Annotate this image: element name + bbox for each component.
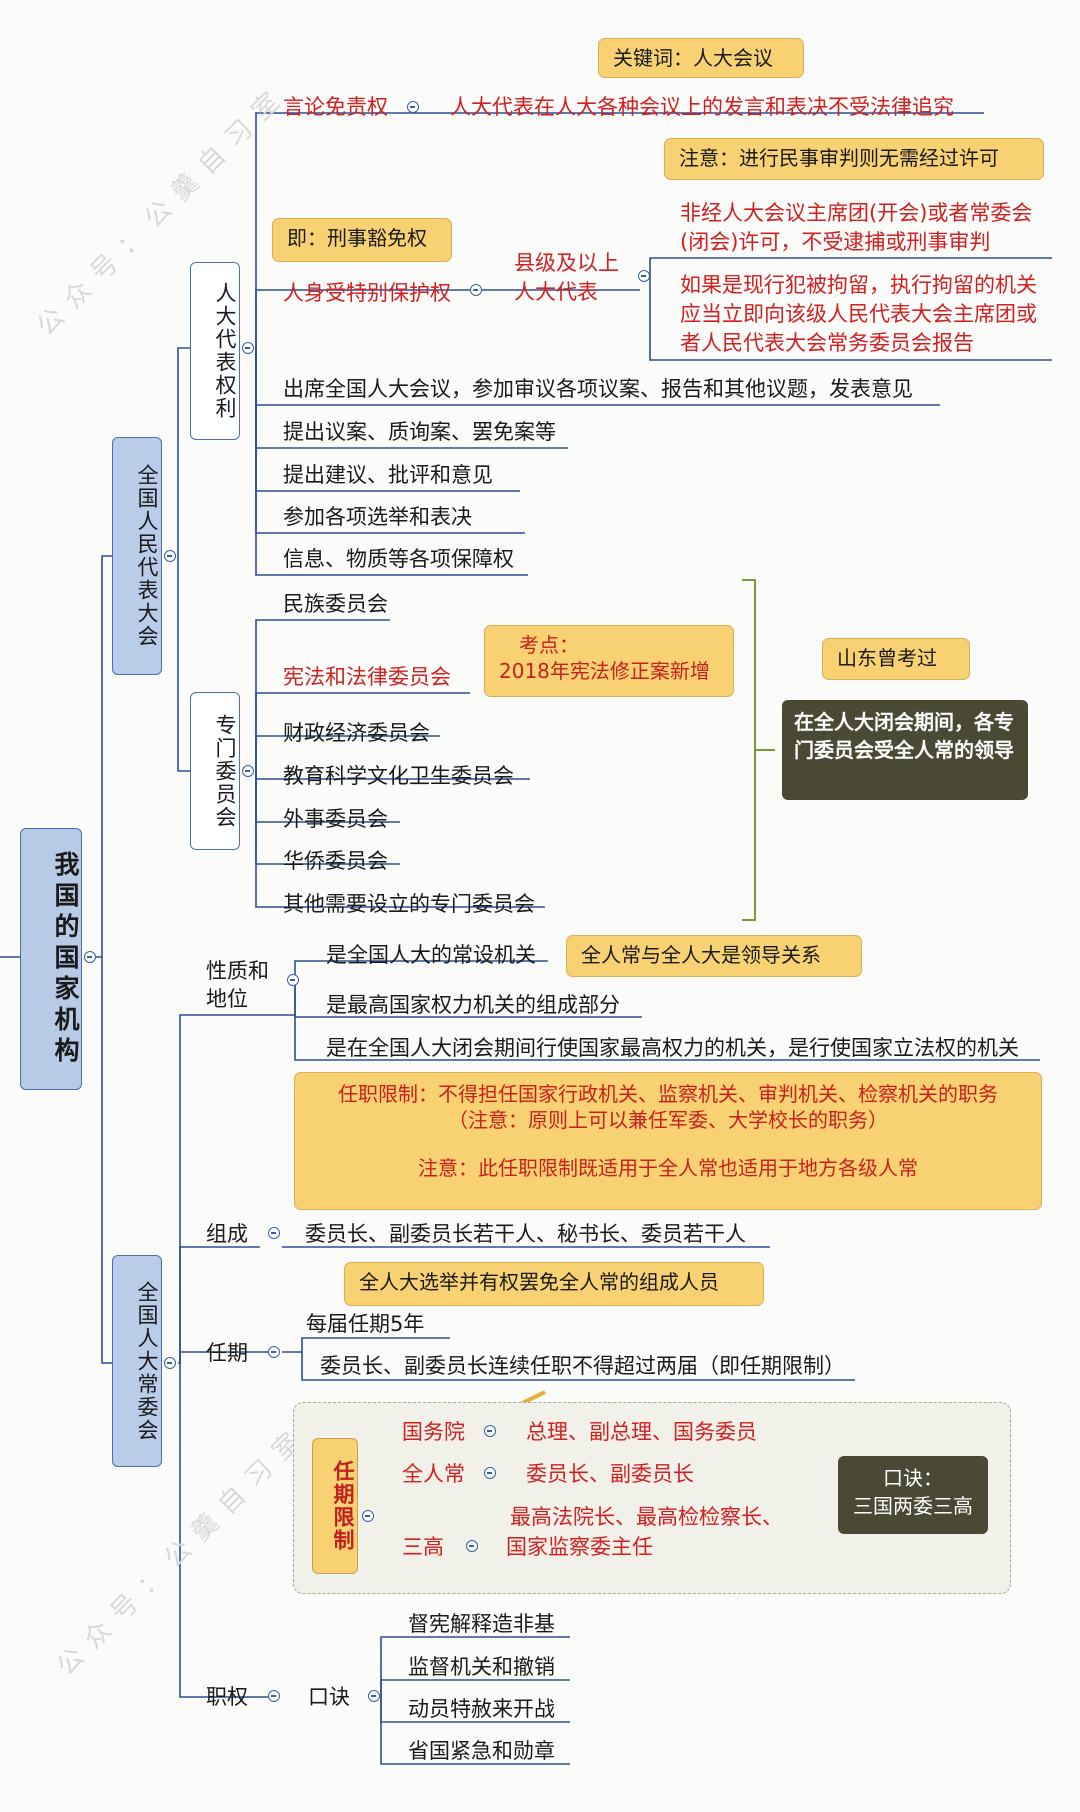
county-line-2: 人大代表 [514,280,598,304]
collapse-icon[interactable] [466,1540,478,1552]
callout-criminal: 即：刑事豁免权 [272,218,452,262]
limit-key: 全人常 [402,1462,465,1486]
limit-value: 委员长、副委员长 [526,1462,694,1486]
power-item: 督宪解释造非基 [408,1612,555,1636]
power-item: 动员特赦来开战 [408,1697,555,1721]
limit-key: 国务院 [402,1420,465,1444]
collapse-icon[interactable] [268,1690,280,1702]
root-node: 我国的国家机构 [20,828,82,1090]
term-item: 委员长、副委员长连续任职不得超过两届（即任期限制） [320,1354,845,1378]
collapse-icon[interactable] [268,1346,280,1358]
protect-desc-5: 者人民代表大会常务委员会报告 [680,331,974,355]
collapse-icon[interactable] [638,270,650,282]
collapse-icon[interactable] [242,765,254,777]
mnemonic-box: 口诀： 三国两委三高 [838,1456,988,1534]
collapse-icon[interactable] [242,342,254,354]
callout-civil: 注意：进行民事审判则无需经过许可 [664,138,1044,180]
committee-item: 教育科学文化卫生委员会 [283,764,514,788]
collapse-icon[interactable] [268,1227,280,1239]
callout-exam: 考点： 2018年宪法修正案新增 [484,625,734,697]
restriction-line3: 注意：此任职限制既适用于全人常也适用于地方各级人常 [418,1156,918,1180]
restriction-line1: 任职限制：不得担任国家行政机关、监察机关、审判机关、检察机关的职务 [338,1082,998,1106]
collapse-icon[interactable] [484,1425,496,1437]
committee-item: 华侨委员会 [283,849,388,873]
callout-keyword: 关键词：人大会议 [598,38,804,78]
right-item: 参加各项选举和表决 [283,505,472,529]
composition-label: 组成 [206,1222,248,1246]
right-item: 出席全国人大会议，参加审议各项议案、报告和其他议题，发表意见 [283,377,913,401]
collapse-icon[interactable] [407,101,419,113]
right-item: 信息、物质等各项保障权 [283,547,514,571]
collapse-icon[interactable] [164,1357,176,1369]
restriction-line2: （注意：原则上可以兼任军委、大学校长的职务） [448,1108,888,1132]
collapse-icon[interactable] [470,284,482,296]
collapse-icon[interactable] [368,1690,380,1702]
collapse-icon[interactable] [484,1467,496,1479]
right-item: 提出建议、批评和意见 [283,463,493,487]
collapse-icon[interactable] [362,1510,374,1522]
committee-item: 外事委员会 [283,807,388,831]
committee-item: 宪法和法律委员会 [283,665,451,689]
limit-value: 最高法院长、最高检检察长、 [510,1505,783,1529]
committee-item: 其他需要设立的专门委员会 [283,892,535,916]
callout-exam-line1: 考点： [519,633,579,657]
powers-sub: 口诀 [308,1685,350,1709]
mnemonic-line1: 口诀： [883,1466,943,1490]
power-item: 省国紧急和勋章 [408,1739,555,1763]
node-committees: 专门委员会 [190,692,240,850]
dark-note: 在全人大闭会期间，各专门委员会受全人常的领导 [782,700,1028,800]
callout-shandong: 山东曾考过 [822,638,970,680]
protect-desc-2: (闭会)许可，不受逮捕或刑事审判 [680,230,991,254]
nature-item: 是在全国人大闭会期间行使国家最高权力的机关，是行使国家立法权的机关 [326,1036,1019,1060]
node-rights: 人大代表权利 [190,262,240,440]
powers-label: 职权 [206,1685,248,1709]
right-item: 提出议案、质询案、罢免案等 [283,420,556,444]
node-npcsc: 全国人大常委会 [112,1255,162,1467]
term-item: 每届任期5年 [306,1312,425,1336]
protect-desc-1: 非经人大会议主席团(开会)或者常委会 [680,201,1033,225]
committee-item: 财政经济委员会 [283,721,430,745]
limit-key: 三高 [402,1535,444,1559]
callout-leadership: 全人常与全人大是领导关系 [566,935,862,977]
nature-item: 是最高国家权力机关的组成部分 [326,993,620,1017]
committee-item: 民族委员会 [283,592,388,616]
mnemonic-line2: 三国两委三高 [853,1494,973,1518]
power-item: 监督机关和撤销 [408,1655,555,1679]
protect-desc-4: 应当立即向该级人民代表大会主席团或 [680,302,1037,326]
term-label: 任期 [206,1341,248,1365]
nature-label-1: 性质和 [206,959,269,983]
limit-value: 总理、副总理、国务委员 [526,1420,757,1444]
collapse-icon[interactable] [287,974,299,986]
collapse-icon[interactable] [84,951,96,963]
limit-value: 国家监察委主任 [506,1535,653,1559]
nature-item: 是全国人大的常设机关 [326,943,536,967]
protect-label: 人身受特别保护权 [283,281,451,305]
node-npc: 全国人民代表大会 [112,437,162,675]
node-term-limit: 任期限制 [312,1438,358,1574]
nature-label-2: 地位 [206,987,248,1011]
callout-exam-line2: 2018年宪法修正案新增 [499,659,710,683]
callout-election: 全人大选举并有权罢免全人常的组成人员 [344,1262,764,1306]
speech-immunity-desc: 人大代表在人大各种会议上的发言和表决不受法律追究 [450,95,954,119]
county-line-1: 县级及以上 [514,251,619,275]
protect-desc-3: 如果是现行犯被拘留，执行拘留的机关 [680,273,1037,297]
callout-restriction: 任职限制：不得担任国家行政机关、监察机关、审判机关、检察机关的职务 （注意：原则… [294,1072,1042,1210]
speech-immunity-label: 言论免责权 [283,95,388,119]
collapse-icon[interactable] [164,550,176,562]
composition-desc: 委员长、副委员长若干人、秘书长、委员若干人 [305,1222,746,1246]
